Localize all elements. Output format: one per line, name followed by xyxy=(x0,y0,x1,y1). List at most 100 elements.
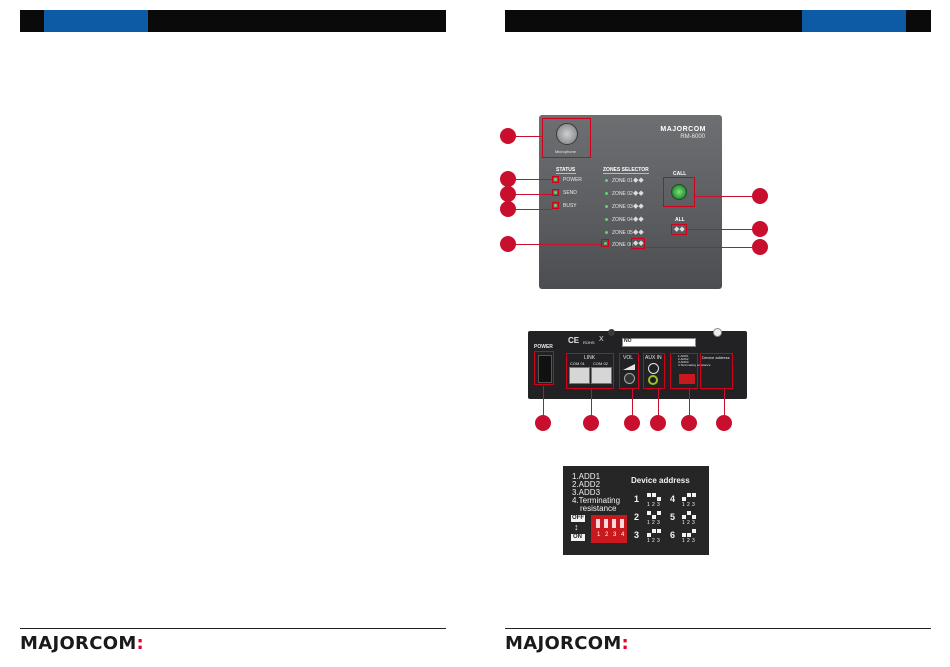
call-label: CALL xyxy=(673,171,687,177)
bit-label: 1 xyxy=(647,520,650,526)
address-bit xyxy=(692,515,696,519)
address-bit xyxy=(687,511,691,515)
zone-led xyxy=(605,205,608,208)
address-number: 4 xyxy=(670,494,676,504)
address-bit xyxy=(647,493,651,497)
rj45-port[interactable] xyxy=(569,367,590,384)
zone-switch[interactable]: ◆◆ xyxy=(633,239,644,247)
volume-knob[interactable] xyxy=(624,373,635,384)
left-header-accent xyxy=(44,10,148,32)
aux-in-box xyxy=(643,353,665,389)
zone-label: ZONE 04 xyxy=(612,217,633,223)
right-header-accent xyxy=(802,10,906,32)
zone-switch[interactable]: ◆◆ xyxy=(633,215,644,223)
aux-jack[interactable] xyxy=(648,375,658,385)
callout-line xyxy=(516,209,552,210)
dip-switch[interactable] xyxy=(679,374,695,384)
all-switch-box xyxy=(671,224,687,235)
bit-label: 3 xyxy=(692,520,695,526)
right-footer-rule xyxy=(505,628,931,629)
callout-marker xyxy=(716,415,732,431)
off-badge xyxy=(571,515,585,522)
callout-marker xyxy=(535,415,551,431)
zone-switch[interactable]: ◆◆ xyxy=(633,189,644,197)
zone-label: ZONE 03 xyxy=(612,204,633,210)
front-panel-image: Microphone MAJORCOM RM-6000 STATUS POWER… xyxy=(539,115,722,289)
callout-line xyxy=(516,194,552,195)
callout-line xyxy=(632,389,633,415)
call-button-box xyxy=(663,177,695,207)
address-bit xyxy=(657,529,661,533)
dip-number: 2 xyxy=(605,532,609,538)
rj45-port[interactable] xyxy=(591,367,612,384)
zone-switch[interactable]: ◆◆ xyxy=(633,202,644,210)
address-number: 1 xyxy=(634,494,640,504)
zone-led xyxy=(605,179,608,182)
callout-marker xyxy=(752,188,768,204)
zone-led xyxy=(605,192,608,195)
rear-screw xyxy=(608,329,615,336)
dip-number: 3 xyxy=(613,532,617,538)
bit-label: 1 xyxy=(647,502,650,508)
address-bit xyxy=(657,497,661,501)
volume-ramp-icon xyxy=(623,364,635,370)
status-led-power xyxy=(554,178,557,181)
callout-marker xyxy=(583,415,599,431)
rear-panel-image: POWER CE ROHS X NO LINK COM 01 COM 02 VO… xyxy=(528,328,747,399)
bit-label: 2 xyxy=(652,502,655,508)
callout-marker xyxy=(624,415,640,431)
status-led-busy-box xyxy=(552,202,559,209)
cert-mark-ce: CE xyxy=(568,336,580,345)
power-switch[interactable] xyxy=(538,355,552,383)
link-port-label: COM 02 xyxy=(593,361,608,366)
dip-number: 4 xyxy=(621,532,625,538)
left-footer-rule xyxy=(20,628,446,629)
address-bit xyxy=(647,511,651,515)
zone-label: ZONE 05 xyxy=(612,230,633,236)
address-bit xyxy=(692,529,696,533)
callout-line xyxy=(724,389,725,415)
callout-marker xyxy=(500,201,516,217)
callout-line xyxy=(695,196,752,197)
address-bit xyxy=(652,529,656,533)
power-switch-box xyxy=(534,351,554,385)
dip-number: 1 xyxy=(597,532,601,538)
dip-legend-line: 3.ADD3 xyxy=(678,360,689,364)
dip-lever[interactable] xyxy=(612,519,616,528)
bit-label: 1 xyxy=(682,502,685,508)
call-button[interactable] xyxy=(671,184,687,200)
zone6-led-box xyxy=(601,239,609,247)
power-label: POWER xyxy=(534,344,553,350)
callout-line xyxy=(516,136,542,137)
dip-lever[interactable] xyxy=(596,519,600,528)
bit-label: 2 xyxy=(687,538,690,544)
microphone-label: Microphone xyxy=(555,149,576,154)
on-label: ON xyxy=(573,534,582,540)
zone-switch[interactable]: ◆◆ xyxy=(633,176,644,184)
zones-title: ZONES SELECTOR xyxy=(603,167,649,173)
volume-box xyxy=(619,353,639,389)
callout-marker xyxy=(500,128,516,144)
on-badge xyxy=(571,534,585,541)
address-bit xyxy=(682,515,686,519)
bit-label: 2 xyxy=(652,538,655,544)
address-bit xyxy=(682,497,686,501)
status-led-power-box xyxy=(552,176,559,183)
all-switch[interactable]: ◆◆ xyxy=(674,225,685,233)
sn-label: NO xyxy=(624,338,632,344)
address-bit xyxy=(647,533,651,537)
off-label: OFF xyxy=(572,515,584,521)
all-label: ALL xyxy=(675,217,685,223)
microphone-socket-box: Microphone xyxy=(542,118,591,158)
address-bit xyxy=(657,511,661,515)
link-label: LINK xyxy=(584,355,596,361)
dip-lever[interactable] xyxy=(604,519,608,528)
zone-switch[interactable]: ◆◆ xyxy=(633,228,644,236)
cert-mark-weee: X xyxy=(599,336,604,343)
callout-line xyxy=(689,389,690,415)
dip-lever[interactable] xyxy=(620,519,624,528)
link-ports-box xyxy=(566,353,614,389)
dip-switch-block[interactable]: 1 2 3 4 xyxy=(591,515,627,543)
rear-screw xyxy=(713,328,722,337)
status-label-busy: BUSY xyxy=(563,203,577,209)
